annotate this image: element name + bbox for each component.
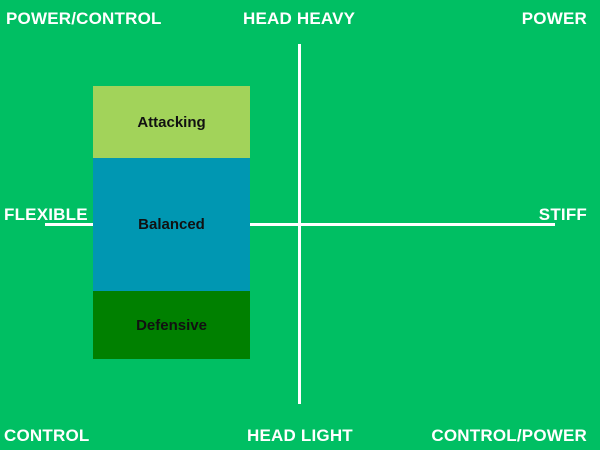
label-head-light: HEAD LIGHT — [247, 426, 353, 445]
label-power-control: POWER/CONTROL — [6, 9, 162, 28]
label-head-heavy: HEAD HEAVY — [243, 9, 356, 28]
label-power: POWER — [521, 9, 587, 28]
label-flexible: FLEXIBLE — [4, 205, 88, 224]
defensive-zone: Defensive — [93, 291, 250, 359]
label-control-power: CONTROL/POWER — [431, 426, 587, 445]
balanced-zone: Balanced — [93, 158, 250, 291]
balance-axis-line — [298, 44, 301, 404]
attacking-zone: Attacking — [93, 86, 250, 158]
label-stiff: STIFF — [538, 205, 587, 224]
label-control: CONTROL — [4, 426, 90, 445]
